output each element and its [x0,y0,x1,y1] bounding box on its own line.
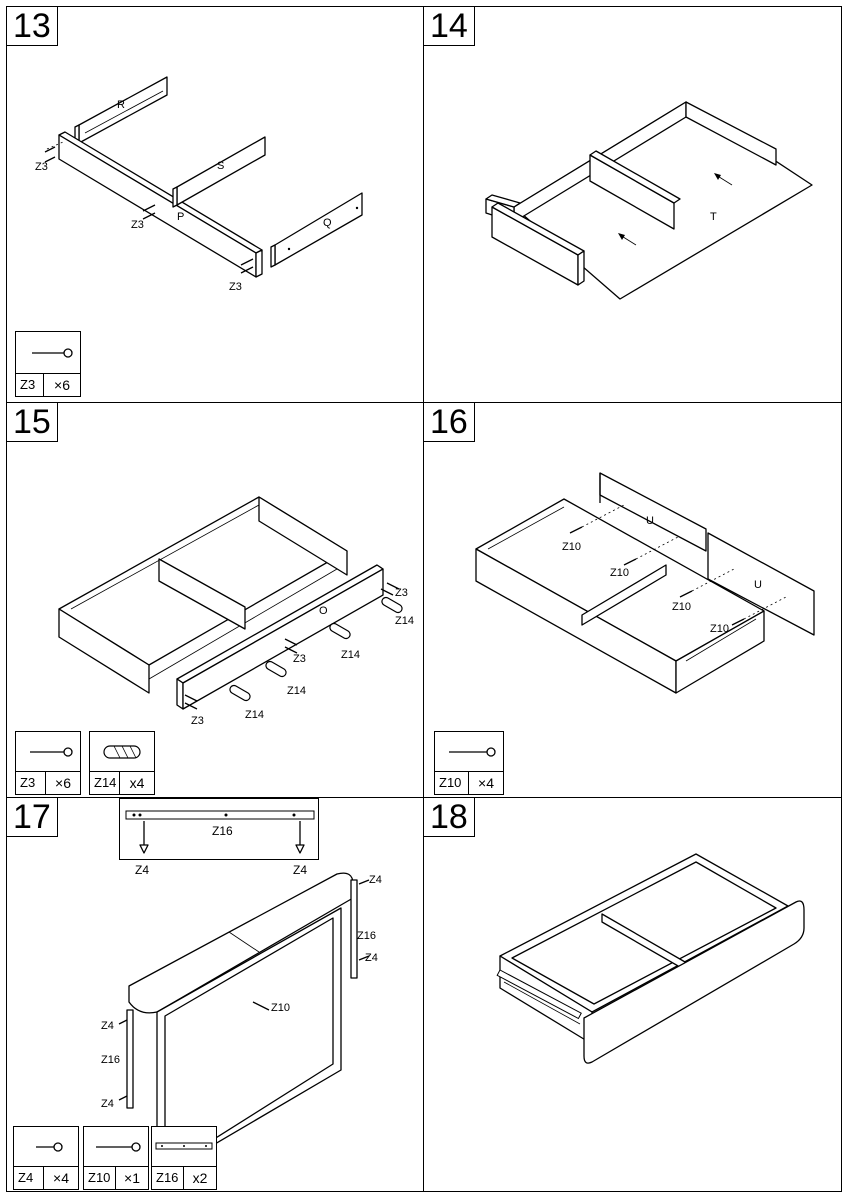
callout-z14: Z14 [287,685,306,697]
screw-icon [16,732,80,772]
step-17-illustration [118,872,370,1179]
screw-icon [435,732,503,772]
screw-icon [84,1127,148,1167]
drawer-rail-inset: Z16 [119,798,319,860]
callout-z14: Z14 [245,709,264,721]
rail-label-z16: Z16 [212,824,233,838]
step-number: 17 [7,798,58,837]
step-14-illustration [485,101,813,300]
drawer-rail-icon [152,1127,216,1167]
hardware-code: Z4 [14,1167,44,1189]
callout-z10: Z10 [710,623,729,635]
part-label-u: U [646,515,654,527]
step-18-illustration [496,853,805,1064]
part-label-o: O [319,605,328,617]
step-number: 15 [7,403,58,442]
callout-z14: Z14 [341,649,360,661]
step-14-panel: 14 T [423,6,842,403]
hardware-box-z10: Z10 ×1 [83,1126,149,1190]
callout-z3: Z3 [395,587,408,599]
step-number: 16 [424,403,475,442]
part-label-q: Q [323,217,332,229]
callout-z10: Z10 [672,601,691,613]
hardware-qty: x4 [129,775,145,791]
hardware-code: Z10 [435,772,469,794]
hardware-code: Z16 [152,1167,184,1189]
hardware-code: Z14 [90,772,120,794]
assembly-sheet: 13 R S P Q [6,6,842,1192]
hardware-box-z16: Z16 x2 [151,1126,217,1190]
step-13-panel: 13 R S P Q [6,6,424,403]
dowel-icon [90,732,154,772]
short-screw-icon [14,1127,78,1167]
hardware-qty: ×4 [53,1170,69,1186]
part-label-t: T [710,211,717,223]
hardware-box-z4: Z4 ×4 [13,1126,79,1190]
callout-z10: Z10 [610,567,629,579]
callout-z14: Z14 [395,615,414,627]
hardware-code: Z3 [16,374,44,396]
step-number: 13 [7,7,58,46]
step-number: 18 [424,798,475,837]
step-13-illustration [44,76,363,278]
callout-z4: Z4 [365,952,378,964]
part-label-p: P [177,211,185,223]
hardware-box-z10: Z10 ×4 [434,731,504,795]
step-15-illustration [58,496,403,710]
callout-z4: Z4 [101,1020,114,1032]
hardware-qty: ×6 [55,775,71,791]
hardware-box-z3: Z3 ×6 [15,731,81,795]
hardware-qty: ×4 [478,775,494,791]
callout-z3: Z3 [293,653,306,665]
hardware-qty: x2 [192,1170,208,1186]
hardware-qty: ×1 [124,1170,140,1186]
callout-z16: Z16 [101,1054,120,1066]
callout-z3: Z3 [191,715,204,727]
callout-z3: Z3 [131,219,144,231]
part-label-u: U [754,579,762,591]
callout-z10: Z10 [271,1002,290,1014]
step-15-panel: 15 [6,402,424,798]
step-number: 14 [424,7,475,46]
hardware-box-z3: Z3 ×6 [15,331,81,397]
callout-z3: Z3 [35,161,48,173]
step-16-illustration [475,472,815,694]
hardware-code: Z3 [16,772,46,794]
screw-label-z4: Z4 [135,863,150,877]
callout-z10: Z10 [562,541,581,553]
screw-label-z4: Z4 [293,863,308,877]
screw-icon [16,332,80,374]
part-label-s: S [217,160,225,172]
hardware-qty: ×6 [54,377,70,393]
hardware-box-z14: Z14 x4 [89,731,155,795]
callout-z16: Z16 [357,930,376,942]
drawer-rail-icon [125,810,315,854]
callout-z4: Z4 [369,874,382,886]
step-17-panel: 17 Z16 Z4 Z4 [6,797,424,1192]
step-16-panel: 16 U U Z10 Z10 Z [423,402,842,798]
step-18-panel: 18 [423,797,842,1192]
part-label-r: R [117,99,125,111]
callout-z4: Z4 [101,1098,114,1110]
hardware-code: Z10 [84,1167,116,1189]
callout-z3: Z3 [229,281,242,293]
